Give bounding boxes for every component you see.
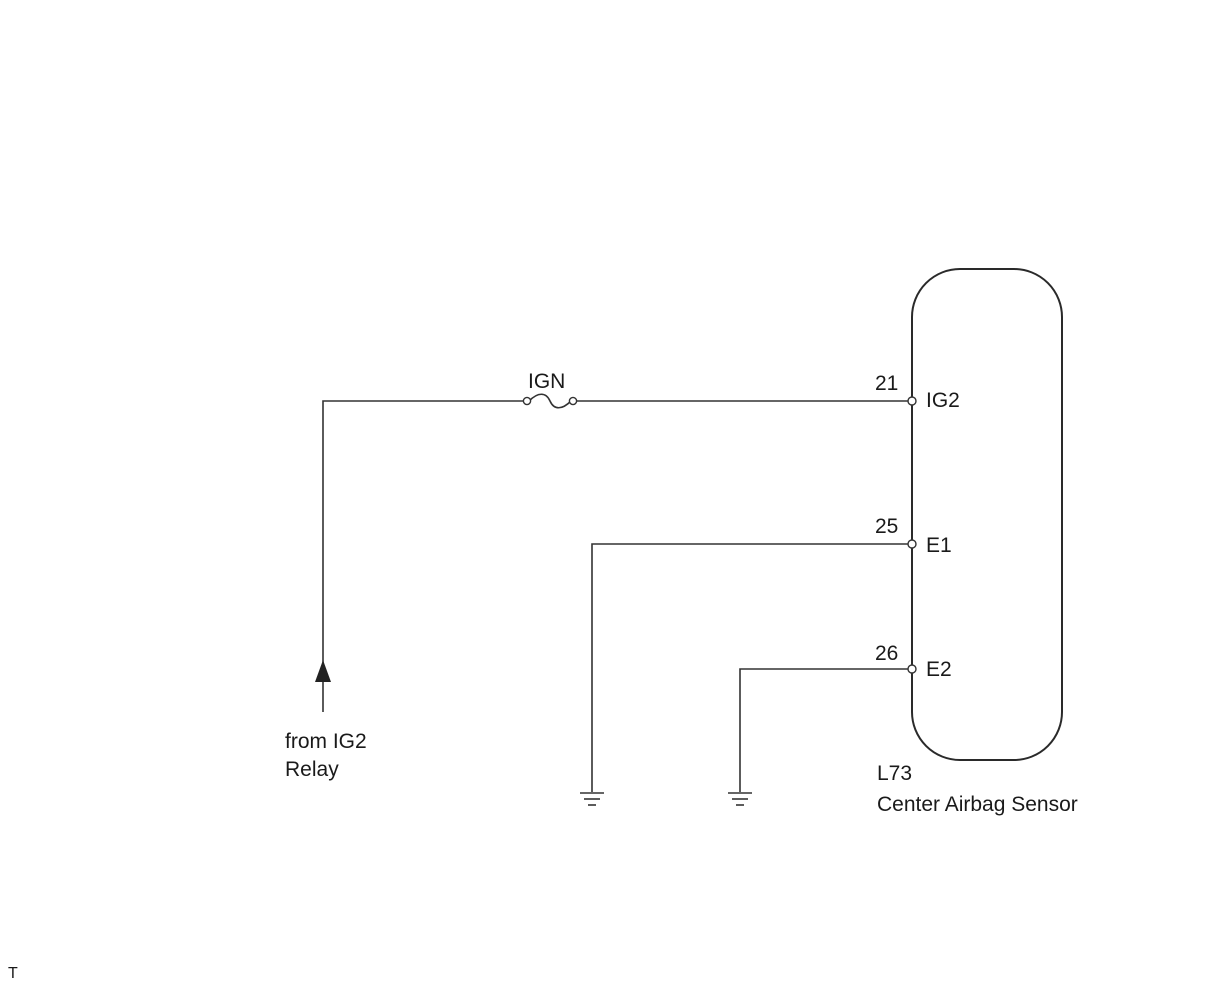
pin-name-ig2: IG2 [926, 389, 960, 412]
center-airbag-sensor-box [911, 268, 1063, 761]
fuse-terminal-left [522, 396, 532, 406]
fuse-symbol [528, 393, 572, 409]
pin-number-21: 21 [875, 372, 898, 395]
arrow-up-icon [315, 660, 331, 682]
source-label-line2: Relay [285, 758, 339, 781]
wire-e1-ground [591, 543, 910, 792]
source-label-line1: from IG2 [285, 730, 367, 753]
corner-mark: T [8, 965, 18, 982]
wire-ig2-feed [322, 400, 527, 712]
pin-name-e2: E2 [926, 658, 952, 681]
ground-icon [728, 792, 752, 806]
component-name: Center Airbag Sensor [877, 793, 1078, 816]
terminal-25 [907, 539, 917, 549]
ground-icon [580, 792, 604, 806]
pin-number-26: 26 [875, 642, 898, 665]
component-code: L73 [877, 762, 912, 785]
wire-e2-ground [739, 668, 910, 792]
terminal-26 [907, 664, 917, 674]
fuse-label: IGN [528, 370, 565, 393]
pin-name-e1: E1 [926, 534, 952, 557]
terminal-21 [907, 396, 917, 406]
pin-number-25: 25 [875, 515, 898, 538]
fuse-terminal-right [568, 396, 578, 406]
